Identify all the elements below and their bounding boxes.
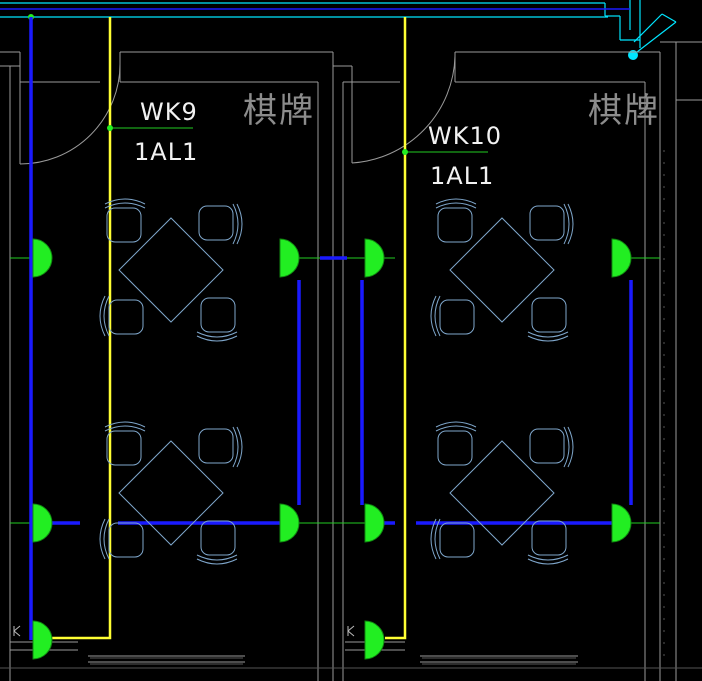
circuit-panel-label: 1AL1 [430,162,495,190]
room-label: 棋牌 [243,91,315,131]
table [449,217,555,323]
yellow-wiring [50,17,407,640]
lamp-symbol [279,238,300,278]
table [118,217,224,323]
table-set [430,421,574,565]
wire-node [107,125,113,131]
table-set [99,421,243,565]
chair [196,297,238,342]
chair [527,520,569,565]
chair [198,203,243,245]
furniture [99,198,574,565]
lamp-symbol [611,503,632,543]
lamp-symbol [364,503,385,543]
chair [527,297,569,342]
chair [529,203,574,245]
circuit-id-label: WK9 [140,98,198,126]
chair [198,426,243,468]
bench-hatch-right [422,657,576,665]
circuit-id-label: WK10 [428,122,503,150]
chair [430,295,475,337]
lamp-symbol [611,238,632,278]
table-set [99,198,243,342]
wall-lamps [32,238,632,660]
chair [435,198,477,243]
blue-wiring [29,17,633,640]
top-conduit [0,0,677,53]
room-label: 棋牌 [588,91,660,131]
chair [104,421,146,466]
table-set [430,198,574,342]
wire-node [402,149,408,155]
chair [435,421,477,466]
lamp-symbol [32,238,53,278]
lamp-symbol [279,503,300,543]
chair [430,518,475,560]
lamp-symbol [32,620,53,660]
bench-hatch-left [90,657,243,665]
chair [99,518,144,560]
chair [99,295,144,337]
table [449,440,555,546]
chair [529,426,574,468]
table [118,440,224,546]
chair [196,520,238,565]
lamp-symbol [364,238,385,278]
walls [0,41,702,681]
circuit-panel-label: 1AL1 [134,138,199,166]
chair [104,198,146,243]
switch-marks [13,625,355,637]
lamp-symbol [32,503,53,543]
lamp-symbol [364,620,385,660]
